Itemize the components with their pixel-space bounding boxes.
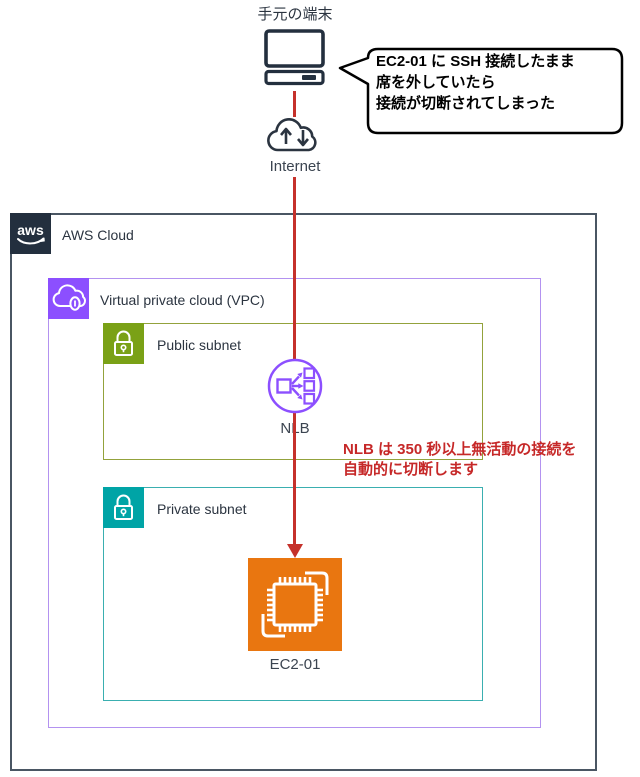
svg-text:aws: aws bbox=[17, 222, 44, 238]
client-device-label: 手元の端末 bbox=[257, 6, 333, 23]
vpc-label: Virtual private cloud (VPC) bbox=[100, 292, 265, 308]
aws-cloud-label: AWS Cloud bbox=[62, 227, 134, 243]
speech-bubble bbox=[336, 44, 628, 140]
nlb-timeout-annotation: NLB は 350 秒以上無活動の接続を 自動的に切断します bbox=[343, 440, 576, 480]
cloud-up-down-arrows-icon bbox=[265, 113, 325, 157]
internet-label: Internet bbox=[269, 158, 321, 175]
public-subnet-padlock-icon bbox=[103, 323, 144, 364]
annotation-line: NLB は 350 秒以上無活動の接続を bbox=[343, 441, 577, 458]
desktop-computer-icon bbox=[263, 28, 327, 86]
nlb-load-balancer-icon bbox=[267, 358, 323, 414]
aws-logo-icon: aws bbox=[10, 213, 51, 254]
ec2-instance-icon bbox=[248, 558, 342, 651]
public-subnet-label: Public subnet bbox=[157, 337, 242, 353]
private-subnet-padlock-icon bbox=[103, 487, 144, 528]
connector-internet-nlb bbox=[293, 177, 296, 359]
speech-bubble-line: EC2-01 に SSH 接続したまま bbox=[376, 53, 575, 70]
connector-arrowhead bbox=[287, 544, 303, 558]
connector-client-internet bbox=[293, 91, 296, 117]
ec2-label: EC2-01 bbox=[269, 656, 321, 673]
speech-bubble-line: 接続が切断されてしまった bbox=[376, 95, 555, 112]
speech-bubble-text: EC2-01 に SSH 接続したまま 席を外していたら 接続が切断されてしまっ… bbox=[376, 51, 575, 114]
vpc-cloud-badge-icon bbox=[48, 278, 89, 319]
speech-bubble-line: 席を外していたら bbox=[376, 74, 496, 91]
annotation-line: 自動的に切断します bbox=[343, 461, 479, 478]
connector-nlb-ec2 bbox=[293, 413, 296, 544]
aws-cloud-box bbox=[10, 213, 597, 771]
private-subnet-label: Private subnet bbox=[157, 501, 247, 517]
